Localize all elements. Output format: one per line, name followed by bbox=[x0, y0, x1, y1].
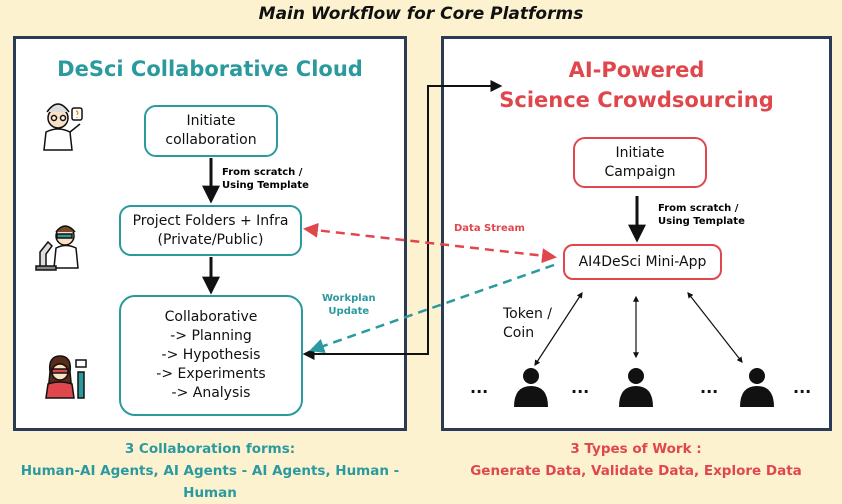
microscope-researcher-icon bbox=[35, 225, 79, 271]
right-template-label: From scratch / Using Template bbox=[658, 203, 745, 227]
person-icon bbox=[619, 368, 653, 407]
desci-cloud-title: DeSci Collaborative Cloud bbox=[57, 57, 363, 81]
data-stream-arrow bbox=[303, 222, 557, 264]
arrow-collab-to-crowdsourcing bbox=[302, 80, 503, 360]
crowdsourcing-title-line1: AI-Powered bbox=[568, 58, 705, 82]
types-of-work-footer: 3 Types of Work : Generate Data, Validat… bbox=[470, 441, 802, 479]
initiate-campaign-box[interactable]: Initiate Campaign bbox=[573, 137, 707, 188]
workplan-update-arrow bbox=[309, 263, 555, 354]
link-miniapp-person-1 bbox=[534, 291, 583, 367]
crowdsourcing-title-line2: Science Crowdsourcing bbox=[499, 88, 774, 112]
initiate-collaboration-box[interactable]: Initiate collaboration bbox=[144, 105, 278, 157]
ellipsis-3: ... bbox=[700, 378, 719, 397]
person-icon bbox=[740, 368, 774, 407]
ellipsis-1: ... bbox=[470, 378, 489, 397]
link-miniapp-person-3 bbox=[687, 292, 743, 363]
ellipsis-2: ... bbox=[571, 378, 590, 397]
collaborative-box[interactable]: Collaborative -> Planning -> Hypothesis … bbox=[119, 295, 303, 416]
diagram-overlay bbox=[35, 80, 774, 407]
ai4desci-miniapp-box[interactable]: AI4DeSci Mini-App bbox=[563, 244, 722, 280]
ellipsis-4: ... bbox=[793, 378, 812, 397]
page-title: Main Workflow for Core Platforms bbox=[258, 4, 584, 24]
project-folders-box[interactable]: Project Folders + Infra (Private/Public) bbox=[119, 205, 302, 256]
left-template-label: From scratch / Using Template bbox=[222, 167, 309, 191]
scientist-icon bbox=[43, 103, 83, 151]
lab-researcher-icon bbox=[45, 355, 87, 399]
person-icon bbox=[514, 368, 548, 407]
